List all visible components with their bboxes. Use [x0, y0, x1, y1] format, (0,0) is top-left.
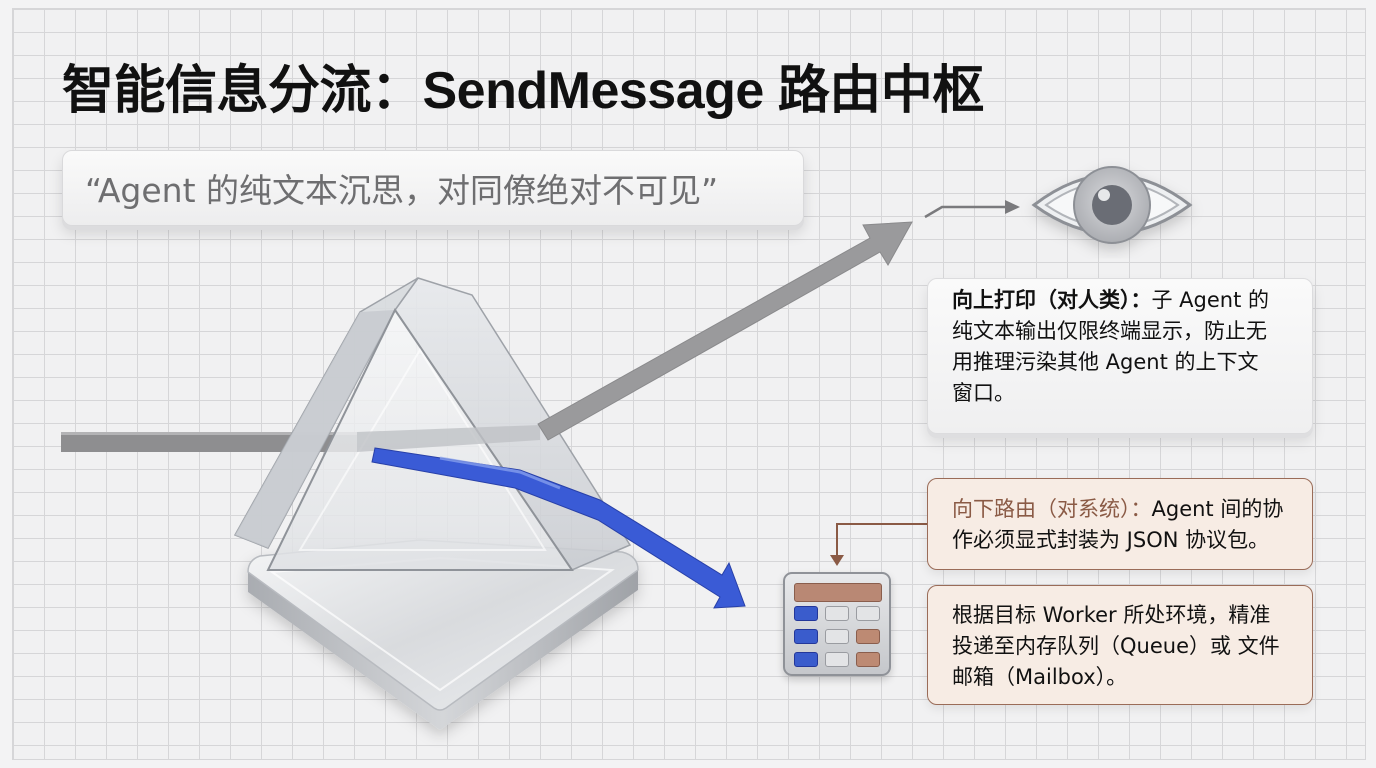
quote-banner: “Agent 的纯文本沉思，对同僚绝对不可见”	[62, 150, 804, 226]
system-routing-card: 向下路由（对系统）：Agent 间的协 作必须显式封装为 JSON 协议包。	[927, 478, 1313, 570]
router-display	[794, 583, 882, 602]
worker-delivery-card: 根据目标 Worker 所处环境，精准 投递至内存队列（Queue）或 文件 邮…	[927, 585, 1313, 705]
worker-card-line-2: 投递至内存队列（Queue）或 文件	[952, 634, 1280, 658]
input-beam	[61, 432, 357, 452]
router-key	[794, 629, 818, 644]
page-title: 智能信息分流：SendMessage 路由中枢	[62, 62, 984, 120]
router-key	[825, 652, 849, 667]
human-output-card: 向上打印（对人类）：子 Agent 的 纯文本输出仅限终端显示，防止无 用推理污…	[927, 278, 1313, 434]
human-card-lead: 向上打印（对人类）：	[952, 288, 1152, 312]
system-card-line-2: 作必须显式封装为 JSON 协议包。	[952, 528, 1270, 552]
human-card-text: 子 Agent 的	[1151, 288, 1270, 312]
eye-icon	[1031, 166, 1193, 244]
router-key	[825, 606, 849, 621]
eye-pointer-arrow	[924, 200, 1020, 219]
quote-text: “Agent 的纯文本沉思，对同僚绝对不可见”	[85, 171, 719, 210]
system-routing-arrow	[371, 447, 746, 609]
human-card-line-1: 向上打印（对人类）：子 Agent 的	[952, 285, 1288, 316]
human-card-line-3: 用推理污染其他 Agent 的上下文	[952, 350, 1259, 374]
system-card-text: Agent 间的协	[1151, 497, 1284, 521]
router-key	[794, 606, 818, 621]
human-card-line-4: 窗口。	[952, 381, 1015, 405]
router-key	[856, 629, 880, 644]
message-router-icon	[783, 572, 891, 676]
worker-card-line-1: 根据目标 Worker 所处环境，精准	[952, 603, 1271, 627]
worker-card-line-3: 邮箱（Mailbox）。	[952, 665, 1128, 689]
system-card-line-1: 向下路由（对系统）：Agent 间的协	[952, 494, 1288, 525]
router-key	[856, 606, 880, 621]
human-output-arrow	[537, 221, 913, 441]
system-card-lead: 向下路由（对系统）：	[952, 497, 1152, 521]
human-card-line-2: 纯文本输出仅限终端显示，防止无	[952, 319, 1267, 343]
router-key	[794, 652, 818, 667]
router-key	[825, 629, 849, 644]
system-connector	[830, 523, 927, 566]
router-key	[856, 652, 880, 667]
